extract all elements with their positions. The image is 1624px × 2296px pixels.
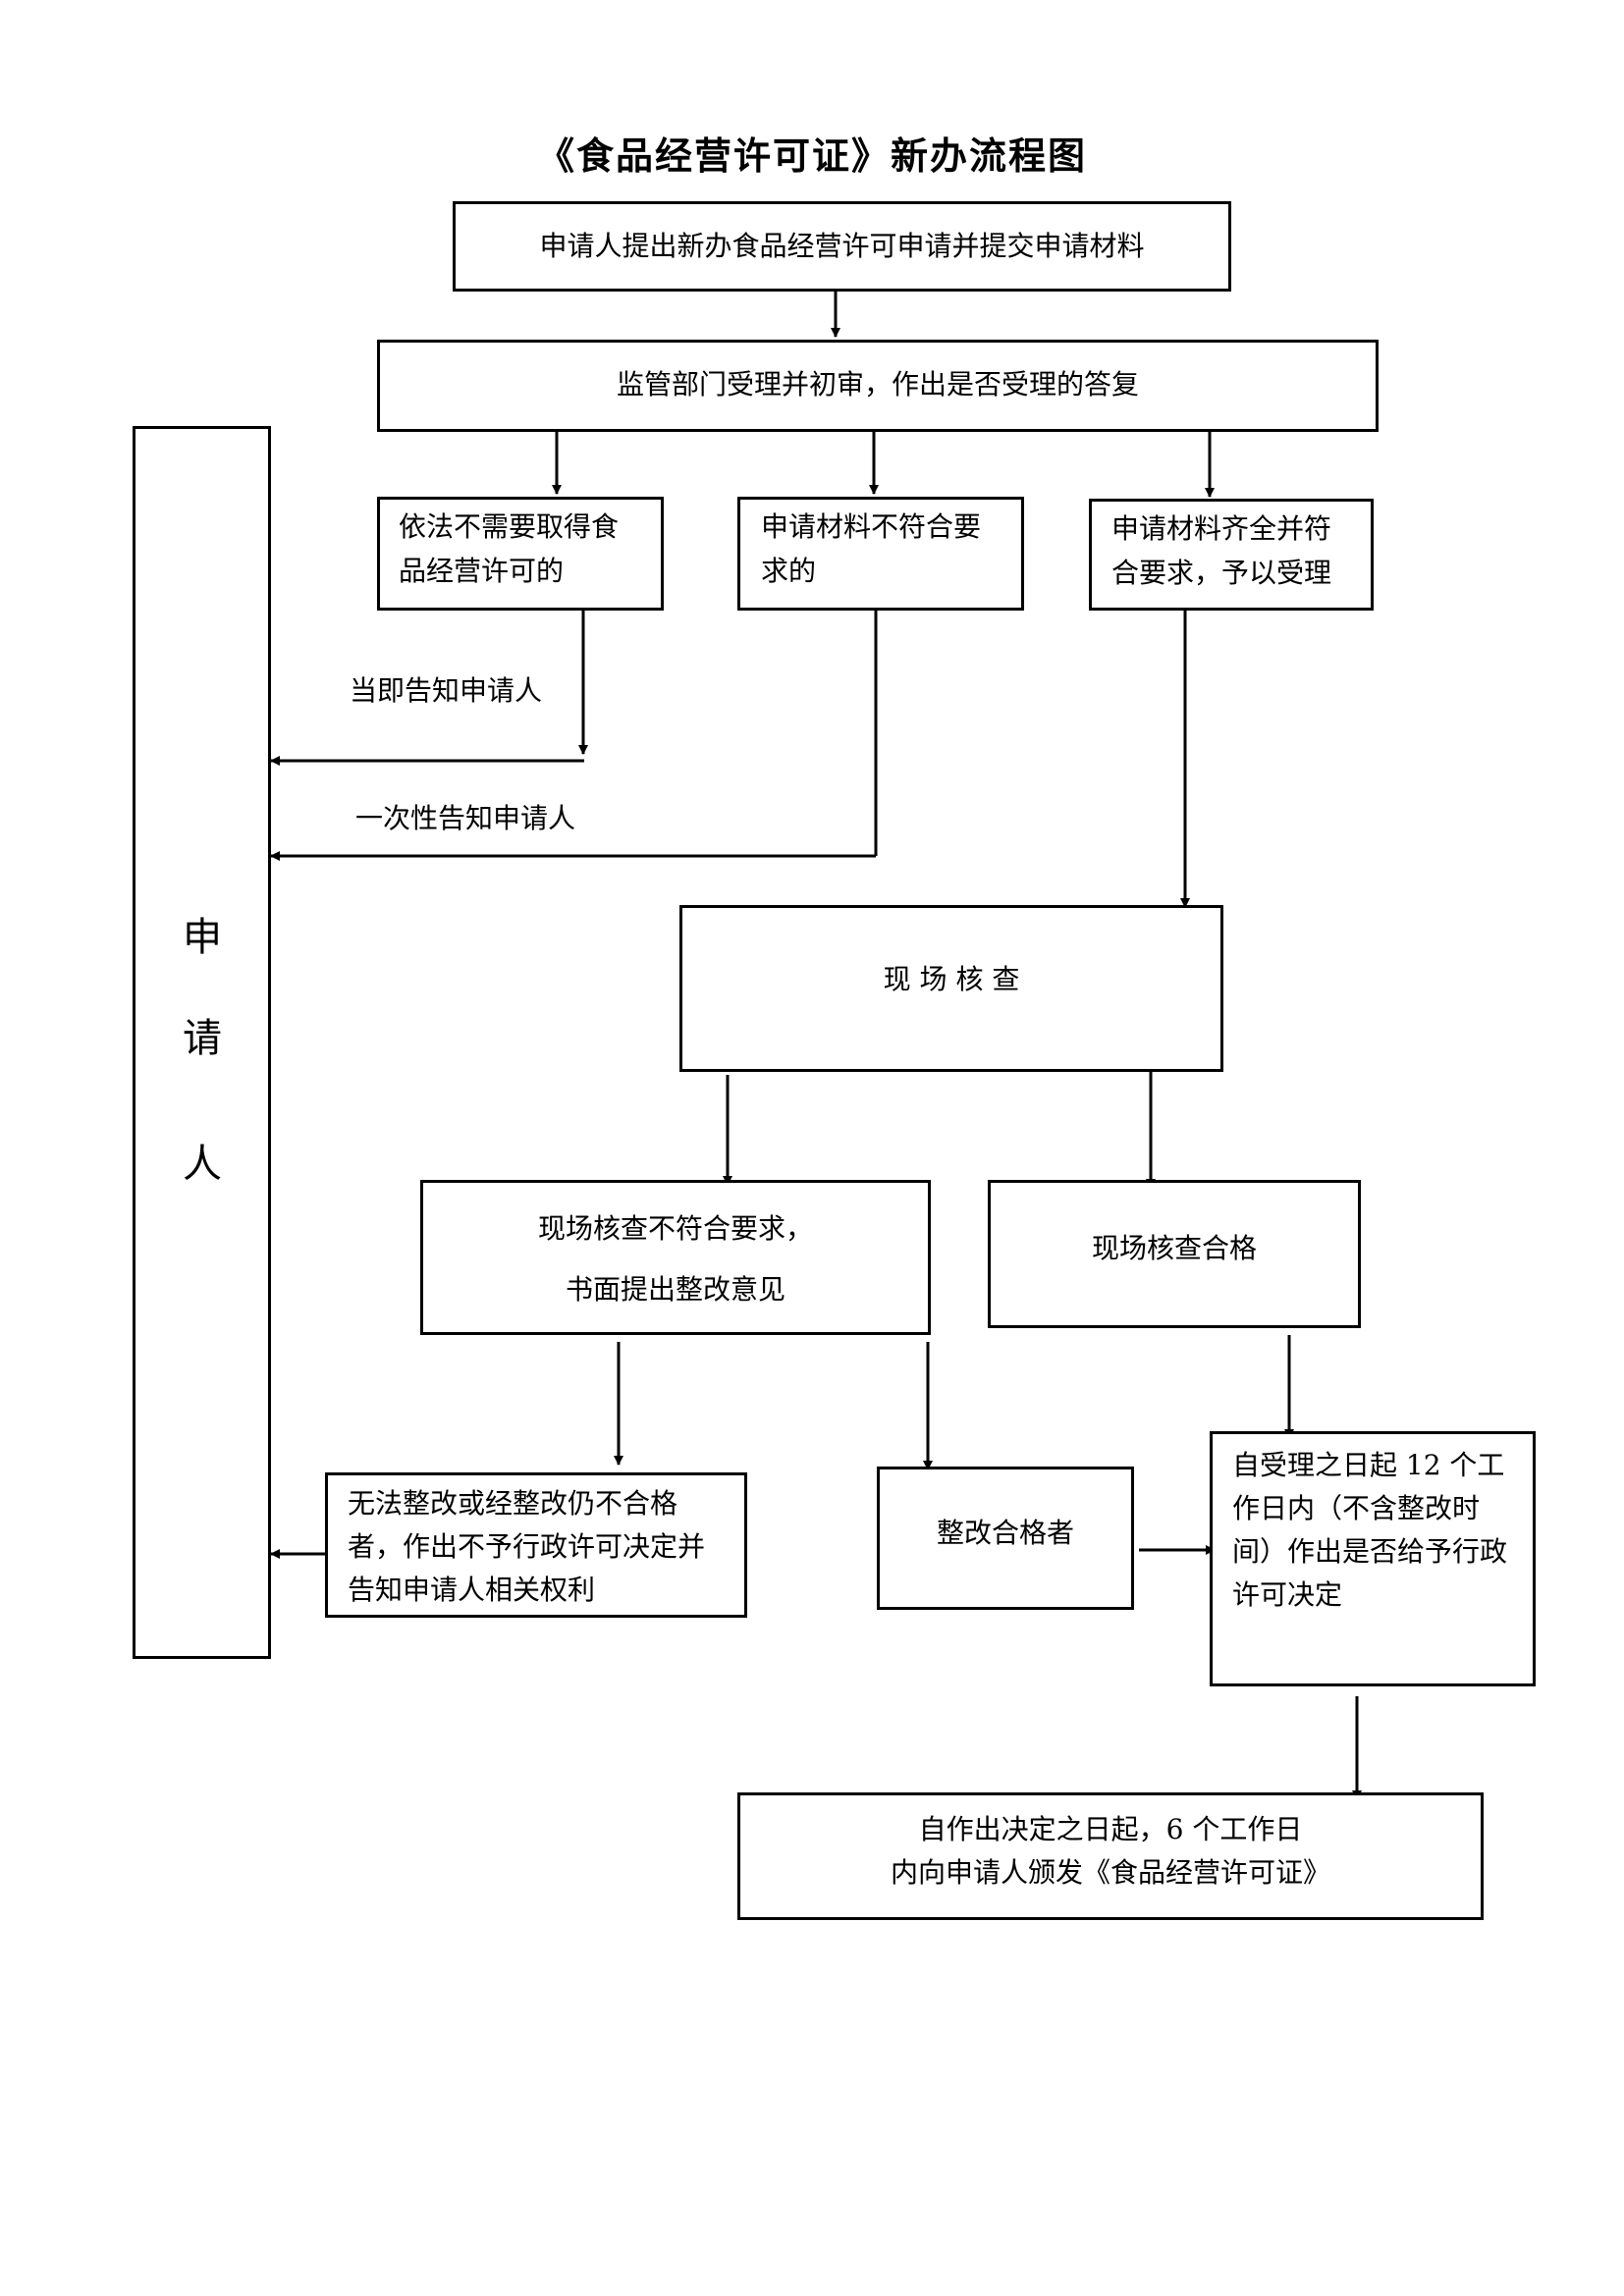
node-unfixable-line2: 者，作出不予行政许可决定并 <box>348 1530 706 1563</box>
node-fixed <box>877 1467 1134 1610</box>
node-review-text: 监管部门受理并初审，作出是否受理的答复 <box>616 368 1139 400</box>
node-decision-line4: 许可决定 <box>1232 1578 1343 1611</box>
node-inspection-fail <box>420 1180 931 1335</box>
node-accepted-line1: 申请材料齐全并符 <box>1111 512 1332 545</box>
node-unfixable-line3: 告知申请人相关权利 <box>348 1574 596 1606</box>
node-inspection-pass <box>988 1180 1361 1328</box>
applicant-label-char-1: 申 <box>183 915 222 960</box>
node-inspection-fail-line1: 现场核查不符合要求， <box>537 1212 813 1245</box>
node-issue-line1: 自作出决定之日起，6 个工作日 <box>918 1813 1303 1845</box>
node-unfixable <box>325 1472 747 1618</box>
applicant-box <box>133 426 271 1659</box>
node-issue-line2: 内向申请人颁发《食品经营许可证》 <box>890 1856 1330 1889</box>
node-fixed-text: 整改合格者 <box>936 1517 1074 1549</box>
node-not-required-line2: 品经营许可的 <box>399 555 565 587</box>
node-accepted-line2: 合要求，予以受理 <box>1111 557 1332 589</box>
node-review <box>377 340 1379 432</box>
applicant-label-char-2: 请 <box>183 1016 222 1061</box>
applicant-label-char-3: 人 <box>183 1142 222 1187</box>
node-inspection-fail-line2: 书面提出整改意见 <box>565 1273 785 1306</box>
node-not-required <box>377 497 664 611</box>
node-inspection-pass-text: 现场核查合格 <box>1091 1232 1257 1264</box>
node-decision-line2: 作日内（不含整改时 <box>1232 1492 1481 1524</box>
node-submit-text: 申请人提出新办食品经营许可申请并提交申请材料 <box>539 230 1145 262</box>
node-accepted <box>1089 499 1374 611</box>
node-decision-line1: 自受理之日起 12 个工 <box>1232 1449 1505 1481</box>
node-inspection-text: 现 场 核 查 <box>883 963 1020 995</box>
node-incomplete-line1: 申请材料不符合要 <box>761 510 982 543</box>
node-issue <box>737 1792 1484 1920</box>
node-unfixable-line1: 无法整改或经整改仍不合格 <box>348 1487 678 1520</box>
node-incomplete-line2: 求的 <box>761 555 817 587</box>
node-decision <box>1210 1431 1536 1686</box>
page-title: 《食品经营许可证》新办流程图 <box>536 133 1087 178</box>
node-decision-line3: 间）作出是否给予行政 <box>1232 1535 1508 1568</box>
edge-label-notify-now: 当即告知申请人 <box>350 674 543 707</box>
node-submit <box>453 201 1231 292</box>
edge-label-notify-once: 一次性告知申请人 <box>355 802 576 834</box>
node-not-required-line1: 依法不需要取得食 <box>399 510 620 543</box>
node-incomplete <box>737 497 1024 611</box>
node-inspection <box>679 905 1223 1072</box>
